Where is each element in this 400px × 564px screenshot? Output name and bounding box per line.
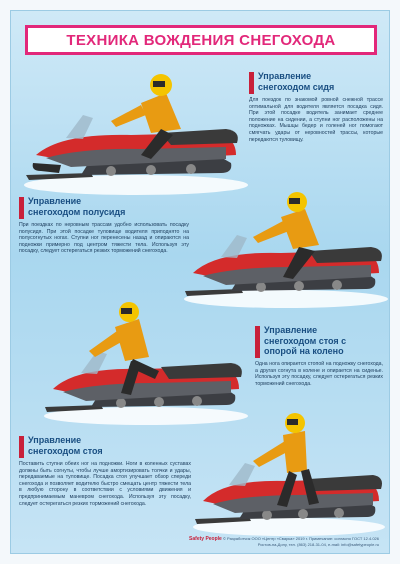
section-knee-support: Управление снегоходом стоя с опорой на к… bbox=[255, 325, 383, 387]
poster: ТЕХНИКА ВОЖДЕНИЯ СНЕГОХОДА Управление сн… bbox=[10, 10, 390, 554]
section-marker bbox=[19, 197, 24, 219]
illustration-rider-standing bbox=[193, 413, 385, 536]
poster-title: ТЕХНИКА ВОЖДЕНИЯ СНЕГОХОДА bbox=[66, 31, 336, 49]
section-title: Управление снегоходом сидя bbox=[258, 71, 335, 92]
section-half-seated: Управление снегоходом полусидя При поезд… bbox=[19, 196, 189, 255]
illustration-rider-seated bbox=[24, 74, 248, 195]
section-title: Управление снегоходом стоя bbox=[28, 435, 103, 456]
section-marker bbox=[19, 436, 24, 458]
footer-line1: © Разработчик ООО «Центр «Сварка» 2019 г… bbox=[222, 536, 379, 541]
illustration-rider-knee bbox=[44, 302, 248, 425]
section-standing: Управление снегоходом стоя Поставить сту… bbox=[19, 435, 191, 507]
section-text: Для поездок по знакомой ровной снежной т… bbox=[249, 97, 383, 143]
section-text: При поездках по неровным трассам удобно … bbox=[19, 222, 189, 255]
section-title: Управление снегоходом стоя с опорой на к… bbox=[264, 325, 347, 356]
illustration-rider-half-seated bbox=[184, 192, 388, 308]
section-marker bbox=[255, 326, 260, 358]
section-text: Одна нога опирается стопой на подножку с… bbox=[255, 361, 383, 387]
section-seated: Управление снегоходом сидя Для поездок п… bbox=[249, 71, 383, 143]
poster-title-frame: ТЕХНИКА ВОЖДЕНИЯ СНЕГОХОДА bbox=[25, 25, 377, 55]
footer-brand: Safety People bbox=[189, 536, 222, 542]
footer: Safety People © Разработчик ООО «Центр «… bbox=[189, 536, 379, 547]
section-marker bbox=[249, 72, 254, 94]
section-text: Поставить ступни обеих ног на подножки. … bbox=[19, 461, 191, 507]
section-title: Управление снегоходом полусидя bbox=[28, 196, 126, 217]
footer-line2: Ростов-на-Дону, тел. (863) 218-31-04, e-… bbox=[257, 542, 379, 547]
